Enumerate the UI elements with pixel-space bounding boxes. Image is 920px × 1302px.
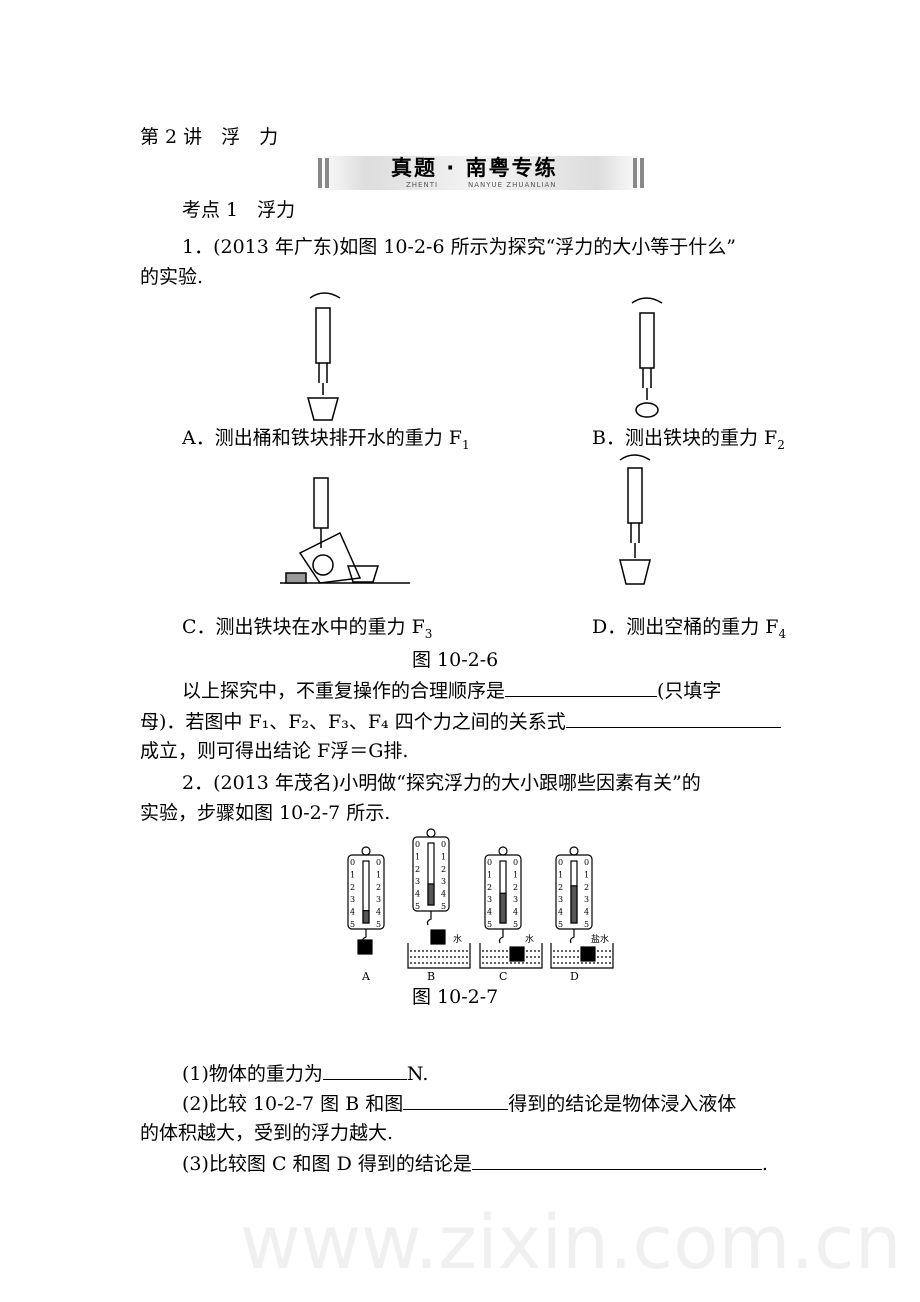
q2-part2-cont: 的体积越大，受到的浮力越大. xyxy=(140,1122,394,1144)
scale-tick: 4 xyxy=(350,908,355,917)
banner-title: 真题 · 南粤专练 xyxy=(391,156,558,180)
scale-tick: 4 xyxy=(376,908,381,917)
q1-text3: 成立，则可得出结论 F浮＝G排. xyxy=(140,740,409,762)
panel-label: A xyxy=(361,970,371,983)
caption-a: A．测出桶和铁块排开水的重力 F1 xyxy=(182,427,470,452)
scale-tick: 2 xyxy=(513,883,518,892)
caption-c: C．测出铁块在水中的重力 F3 xyxy=(182,616,433,641)
lesson-title: 第 2 讲 浮 力 xyxy=(140,126,279,148)
scale-tick: 1 xyxy=(558,870,563,879)
scale-tick: 4 xyxy=(487,908,492,917)
q1-line2: 的实验. xyxy=(140,266,204,288)
scale-tick: 2 xyxy=(584,883,589,892)
scale-tick: 2 xyxy=(558,883,563,892)
scale-tick: 2 xyxy=(415,865,420,874)
scale-tick: 1 xyxy=(513,870,518,879)
scale-tick: 3 xyxy=(584,895,589,904)
scale-tick: 3 xyxy=(415,877,420,886)
answer-blank-conclusion[interactable] xyxy=(471,1151,762,1170)
scale-tick: 3 xyxy=(350,895,355,904)
scale-tick: 5 xyxy=(558,920,563,929)
panel-label: B xyxy=(427,970,435,983)
iron-block xyxy=(430,929,446,945)
q2-part3: (3)比较图 C 和图 D 得到的结论是. xyxy=(182,1151,768,1175)
liquid-label: 盐水 xyxy=(591,933,609,945)
scale-tick: 2 xyxy=(376,883,381,892)
spring-scale-d xyxy=(619,454,651,585)
figure-label-10-2-7: 图 10-2-7 xyxy=(412,986,499,1008)
spring-scale-c xyxy=(280,477,410,584)
scale-tick: 3 xyxy=(376,895,381,904)
scale-tick: 0 xyxy=(441,840,446,849)
scale-tick: 1 xyxy=(487,870,492,879)
answer-blank-weight[interactable] xyxy=(322,1061,407,1080)
q2-part2: (2)比较 10-2-7 图 B 和图得到的结论是物体浸入液体 xyxy=(182,1091,737,1115)
section-banner: 真题 · 南粤专练 ZHENTI NANYUE ZHUANLIAN xyxy=(316,156,646,190)
iron-block xyxy=(357,939,373,955)
scale-tick: 3 xyxy=(558,895,563,904)
scale-tick: 3 xyxy=(487,895,492,904)
scale-tick: 2 xyxy=(441,865,446,874)
scale-tick: 1 xyxy=(584,870,589,879)
scale-tick: 0 xyxy=(350,858,355,867)
scale-tick: 5 xyxy=(513,920,518,929)
panel-label: C xyxy=(499,970,507,983)
scale-tick: 0 xyxy=(415,840,420,849)
answer-blank-figure[interactable] xyxy=(403,1091,509,1110)
spring-scale-b xyxy=(631,297,663,418)
caption-d: D．测出空桶的重力 F4 xyxy=(592,616,787,641)
scale-tick: 5 xyxy=(350,920,355,929)
scale-tick: 4 xyxy=(415,890,420,899)
q2-line1: 2．(2013 年茂名)小明做“探究浮力的大小跟哪些因素有关”的 xyxy=(182,772,701,794)
liquid-label: 水 xyxy=(525,933,534,945)
scale-tick: 5 xyxy=(441,902,446,911)
scale-tick: 0 xyxy=(584,858,589,867)
scale-tick: 3 xyxy=(441,877,446,886)
scale-tick: 5 xyxy=(376,920,381,929)
q1-text2: 母)．若图中 F₁、F₂、F₃、F₄ 四个力之间的关系式 xyxy=(140,709,781,734)
banner-sub2: NANYUE ZHUANLIAN xyxy=(468,181,557,189)
figure-10-2-6 xyxy=(280,292,663,585)
scale-tick: 4 xyxy=(584,908,589,917)
caption-b: B．测出铁块的重力 F2 xyxy=(592,427,785,452)
q2-line2: 实验，步骤如图 10-2-7 所示. xyxy=(140,802,391,824)
panel-label: D xyxy=(570,970,579,983)
scale-tick: 1 xyxy=(441,852,446,861)
scale-tick: 1 xyxy=(350,870,355,879)
scale-tick: 2 xyxy=(350,883,355,892)
banner-sub1: ZHENTI xyxy=(406,181,439,189)
section-heading: 考点 1 浮力 xyxy=(182,199,296,221)
iron-block xyxy=(580,946,596,962)
liquid-label: 水 xyxy=(453,933,462,945)
q1-text1: 以上探究中，不重复操作的合理顺序是(只填字 xyxy=(182,678,722,702)
answer-blank-relation[interactable] xyxy=(565,709,781,728)
scale-tick: 2 xyxy=(487,883,492,892)
scale-tick: 4 xyxy=(441,890,446,899)
scale-tick: 0 xyxy=(558,858,563,867)
scale-tick: 1 xyxy=(376,870,381,879)
figure-label-10-2-6: 图 10-2-6 xyxy=(412,649,499,671)
scale-tick: 5 xyxy=(584,920,589,929)
scale-tick: 3 xyxy=(513,895,518,904)
scale-tick: 5 xyxy=(487,920,492,929)
scale-tick: 0 xyxy=(513,858,518,867)
iron-block xyxy=(509,946,525,962)
spring-scale-a: 0 0 1 1 2 2 3 3 4 4 5 5 xyxy=(347,846,385,955)
scale-tick: 5 xyxy=(415,902,420,911)
scale-tick: 0 xyxy=(376,858,381,867)
spring-scale-b: 0 0 1 1 2 2 3 3 4 4 5 5 水 xyxy=(407,828,471,969)
scale-tick: 1 xyxy=(415,852,420,861)
scale-tick: 0 xyxy=(487,858,492,867)
spring-scale-a xyxy=(307,292,341,421)
scale-tick: 4 xyxy=(513,908,518,917)
watermark: www.zixin.com.cn xyxy=(240,1200,902,1286)
q1-line1: 1．(2013 年广东)如图 10-2-6 所示为探究“浮力的大小等于什么” xyxy=(182,236,737,258)
answer-blank-order[interactable] xyxy=(505,678,658,697)
scale-tick: 4 xyxy=(558,908,563,917)
